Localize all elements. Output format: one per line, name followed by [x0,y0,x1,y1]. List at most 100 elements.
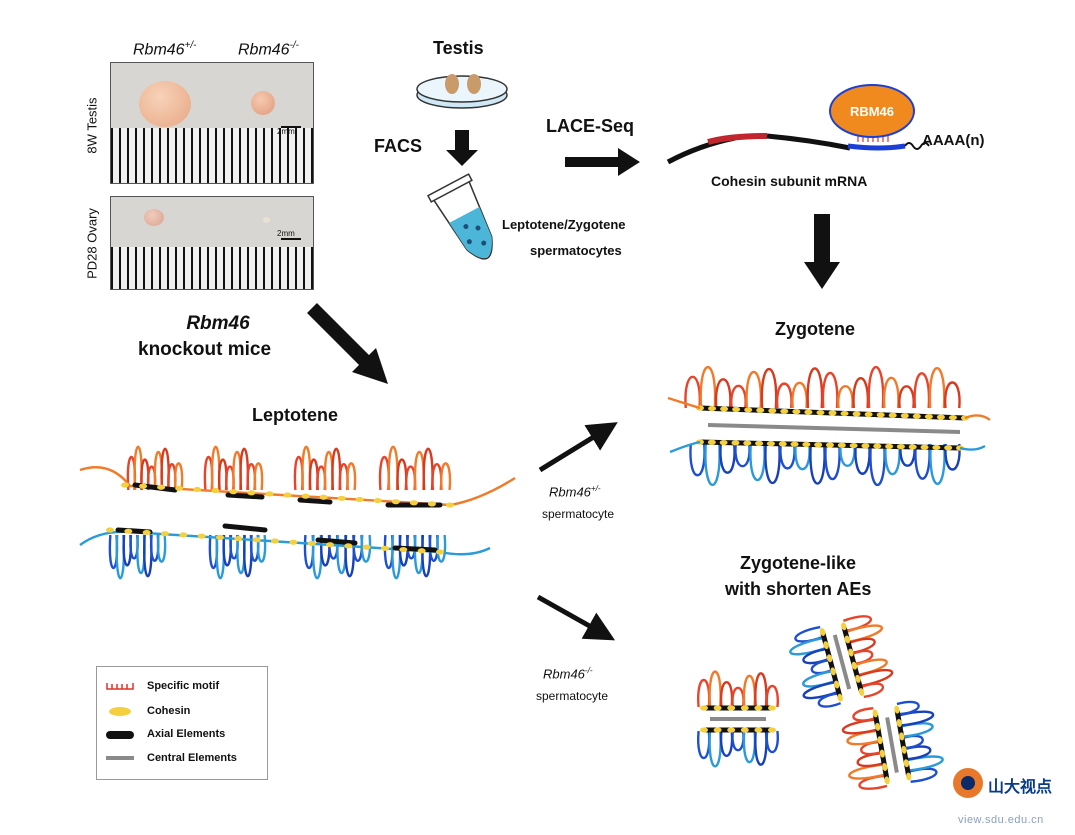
cells-label-line1: Leptotene/Zygotene [502,217,626,232]
cohesin [211,487,220,494]
ko-ovary [263,217,270,223]
cohesin [234,535,243,542]
chromatin-loop [809,443,826,485]
chromatin-loop [884,443,901,476]
chromatin-loop [405,465,417,491]
cohesin [885,443,894,449]
legend-axial-label: Axial Elements [147,728,226,740]
cohesin [283,492,292,498]
cohesin [768,408,777,414]
cohesin [898,732,905,741]
zygotene-like-pair-2 [789,615,894,708]
axial-element [315,537,358,546]
chromatin-loop [817,692,842,708]
chromatin-loop [697,678,711,708]
facs-label: FACS [374,136,423,156]
leptotene-blue-chromosome [79,523,491,580]
watermark-url: view.sdu.edu.cn [958,814,1044,826]
chromatin-loop [928,367,946,409]
chromatin-loop [852,377,870,409]
cohesin [851,661,858,670]
cohesin [216,534,224,540]
cohesin [719,439,728,446]
cohesin [755,440,764,446]
chromatin-loop [734,443,751,468]
lace-right-arrow [565,148,640,176]
chromatin-loop [714,378,732,409]
ovary-scale-bar [281,238,301,240]
het-arrow [538,422,618,473]
cohesin [944,445,953,451]
cohesin [823,641,829,650]
cohesin [301,493,310,499]
chromatin-loop [719,730,734,758]
cohesin [344,543,353,549]
cohesin [744,407,753,413]
central-element [707,423,961,434]
chromatin-loop [821,372,839,409]
chromatin-loop [869,443,886,487]
cohesin [841,622,847,631]
chromatin-loop [256,534,267,563]
chromatin-strand [669,440,986,454]
cohesin [427,501,436,507]
rbm46-protein-label: RBM46 [850,104,894,119]
cohesin [855,674,861,683]
chromatin-strand [667,396,991,421]
chromatin-loop [837,385,854,409]
chromatin-loop [806,367,824,409]
cohesin [901,745,907,754]
legend-cohesin-swatch [109,707,131,716]
cohesin [326,542,334,548]
chromatin-loop [944,381,961,409]
chromatin-loop [346,462,357,491]
cohesin [381,545,389,551]
cohesin [879,749,886,758]
cohesin [924,414,933,420]
chromatin-loop [841,718,878,735]
cohesin [932,444,941,451]
cohesin [252,537,261,543]
cohesin [265,491,274,497]
cohesin [436,549,444,555]
cohesin [948,414,957,421]
cohesin [912,413,921,419]
chromatin-loop [765,684,779,708]
cohesin [731,440,740,446]
cohesin [399,546,408,553]
axial-element [225,492,265,500]
chromatin-loop [745,371,763,409]
cohesin [802,441,811,448]
chromatin-loop [719,443,736,474]
axial-element [222,523,268,533]
lace-seq-label: LACE-Seq [546,116,635,136]
cohesin [872,709,878,718]
ko-column-label: Rbm46-/- [238,40,299,59]
legend-motif-swatch [106,683,134,690]
zygotene-synapsed-pair [667,365,991,487]
cohesin [271,538,279,544]
cohesin [740,727,749,733]
chromatin-loop [764,443,781,485]
chromatin-loop [730,384,747,409]
chromatin-loop [731,730,745,752]
cohesin [828,410,837,416]
chromatin-loop [742,730,757,764]
cohesin [908,444,917,450]
cohesin [732,406,741,412]
chromatin-loop [378,456,390,491]
cohesin [417,548,426,554]
cohesin [307,540,316,547]
cohesin [884,776,890,785]
chromatin-loop [731,686,745,708]
ko-arrow-cell: spermatocyte [536,689,609,703]
het-ovary [144,209,164,226]
mrna-caption: Cohesin subunit mRNA [711,173,868,189]
cohesin [896,719,902,727]
ko-arrow-gene: Rbm46-/- [543,666,593,682]
cohesin [894,705,900,714]
cohesin [124,528,133,534]
cohesin [720,406,729,412]
chromatin-loop [689,443,706,477]
